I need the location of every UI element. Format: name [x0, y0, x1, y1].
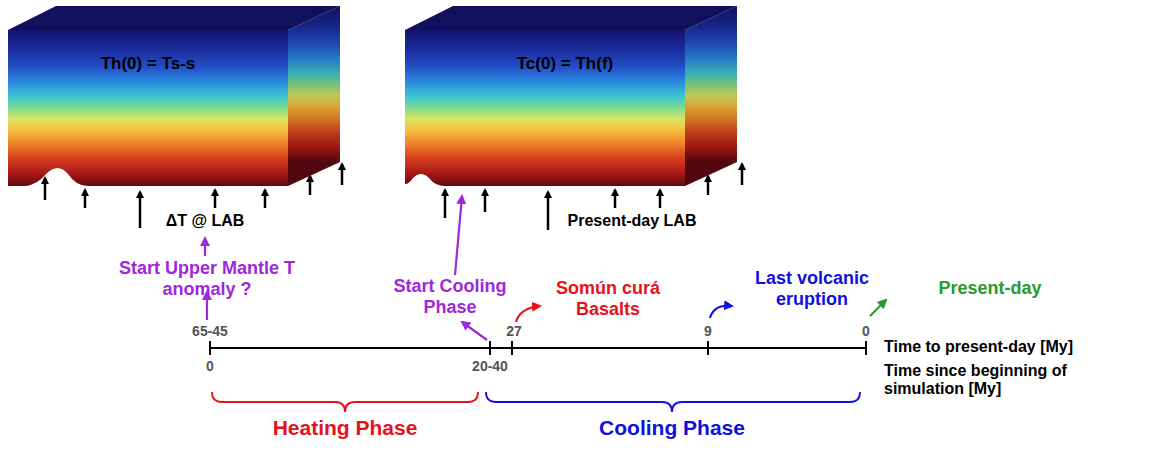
axis-title: Time since beginning of simulation [My]	[884, 362, 1084, 399]
event-label: Somún curá Basalts	[538, 278, 678, 319]
cooling-brace	[486, 392, 860, 412]
heating-brace	[212, 392, 478, 412]
temperature-block: Th(0) = Ts-s	[8, 2, 348, 202]
event-label: Start Cooling Phase	[385, 276, 515, 317]
tick-label: 20-40	[455, 358, 525, 374]
lithosphere-block	[405, 2, 745, 202]
axis-title: Time to present-day [My]	[884, 338, 1134, 356]
event-label: Start Upper Mantle T anomaly ?	[87, 258, 327, 299]
temperature-block: Tc(0) = Th(f)	[405, 2, 745, 202]
lab-label: ΔT @ LAB	[120, 212, 290, 230]
event-label: Last volcanic eruption	[727, 268, 897, 309]
tick-label: 65-45	[175, 323, 245, 339]
event-label: Present-day	[925, 278, 1055, 299]
tick-label: 9	[688, 323, 728, 339]
tick-label: 0	[846, 323, 886, 339]
block-label: Tc(0) = Th(f)	[517, 54, 613, 74]
lithosphere-block	[8, 2, 348, 202]
time-axis	[210, 341, 866, 355]
phase-label: Cooling Phase	[562, 416, 782, 440]
tick-label: 27	[494, 323, 534, 339]
phase-label: Heating Phase	[235, 416, 455, 440]
block-label: Th(0) = Ts-s	[101, 54, 196, 74]
lab-label: Present-day LAB	[542, 212, 722, 230]
tick-label: 0	[190, 358, 230, 374]
